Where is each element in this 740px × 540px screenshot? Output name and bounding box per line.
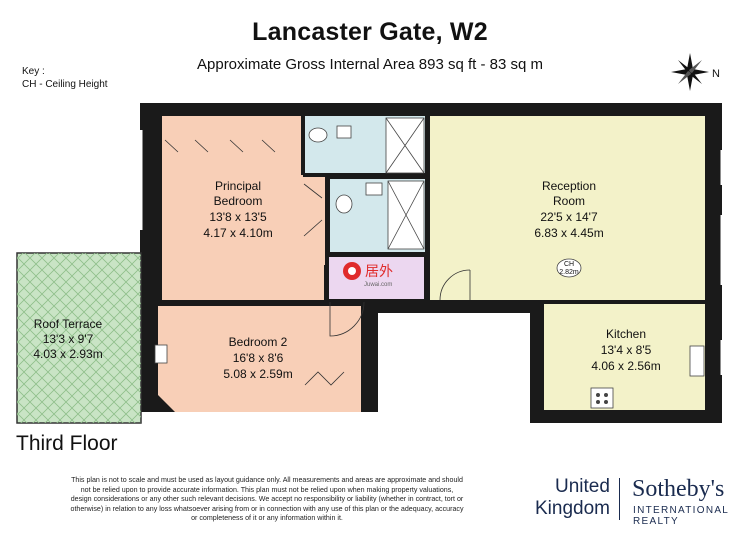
key-ceiling-height: CH - Ceiling Height <box>22 79 108 90</box>
kitchen-metric: 4.06 x 2.56m <box>591 359 660 373</box>
brand-region-line-2: Kingdom <box>535 498 610 519</box>
kitchen-imperial: 13'4 x 8'5 <box>601 343 652 357</box>
floor-label: Third Floor <box>16 432 118 455</box>
reception-imperial: 22'5 x 14'7 <box>540 210 598 224</box>
bedroom-2-imperial: 16'8 x 8'6 <box>233 351 284 365</box>
brand-region-line-1: United <box>555 476 610 497</box>
disclaimer: This plan is not to scale and must be us… <box>58 476 476 524</box>
brand-divider <box>619 478 620 520</box>
bedroom-2-metric: 5.08 x 2.59m <box>223 367 292 381</box>
compass-north-label: N <box>712 68 720 80</box>
hallway-area <box>329 257 424 299</box>
principal-bedroom-metric: 4.17 x 4.10m <box>203 226 272 240</box>
reception-room-area <box>430 116 705 300</box>
principal-bedroom-name-2: Bedroom <box>214 194 263 208</box>
principal-bedroom-imperial: 13'8 x 13'5 <box>209 210 267 224</box>
page-title: Lancaster Gate, W2 <box>252 18 488 46</box>
brand-logo-name: Sotheby's <box>632 476 725 502</box>
disclaimer-line: otherwise) in relation to any loss whats… <box>70 504 464 513</box>
key-title: Key : <box>22 66 45 77</box>
principal-bedroom-area <box>162 116 324 300</box>
principal-bedroom-name-1: Principal <box>215 179 261 193</box>
gross-area-subtitle: Approximate Gross Internal Area 893 sq f… <box>197 56 543 73</box>
bedroom-2-name: Bedroom 2 <box>229 335 288 349</box>
reception-name-2: Room <box>553 194 585 208</box>
roof-terrace-metric: 4.03 x 2.93m <box>33 347 102 361</box>
ceiling-height-marker: CH 2.82m <box>556 258 582 278</box>
reception-metric: 6.83 x 4.45m <box>534 226 603 240</box>
disclaimer-line: This plan is not to scale and must be us… <box>71 476 463 484</box>
svg-text:CH: CH <box>564 261 574 268</box>
disclaimer-line: or completeness of it or any information… <box>191 514 343 523</box>
watermark-logo: 居外 Juwai.com <box>343 262 393 288</box>
reception-name-1: Reception <box>542 179 596 193</box>
roof-terrace-imperial: 13'3 x 9'7 <box>43 332 94 346</box>
kitchen-name: Kitchen <box>606 327 646 341</box>
disclaimer-line: design considerations or any other such … <box>70 495 464 504</box>
svg-text:居外: 居外 <box>365 263 393 279</box>
kitchen-area <box>544 304 705 410</box>
roof-terrace-name: Roof Terrace <box>34 317 103 331</box>
disclaimer-line: not be relied upon to provide accurate i… <box>80 485 454 494</box>
bedroom-2-area <box>158 306 365 412</box>
brand-logo-sub: INTERNATIONAL REALTY <box>633 505 729 527</box>
svg-text:Juwai.com: Juwai.com <box>364 282 392 288</box>
compass-rose-icon <box>671 53 709 91</box>
svg-text:2.82m: 2.82m <box>559 269 579 276</box>
